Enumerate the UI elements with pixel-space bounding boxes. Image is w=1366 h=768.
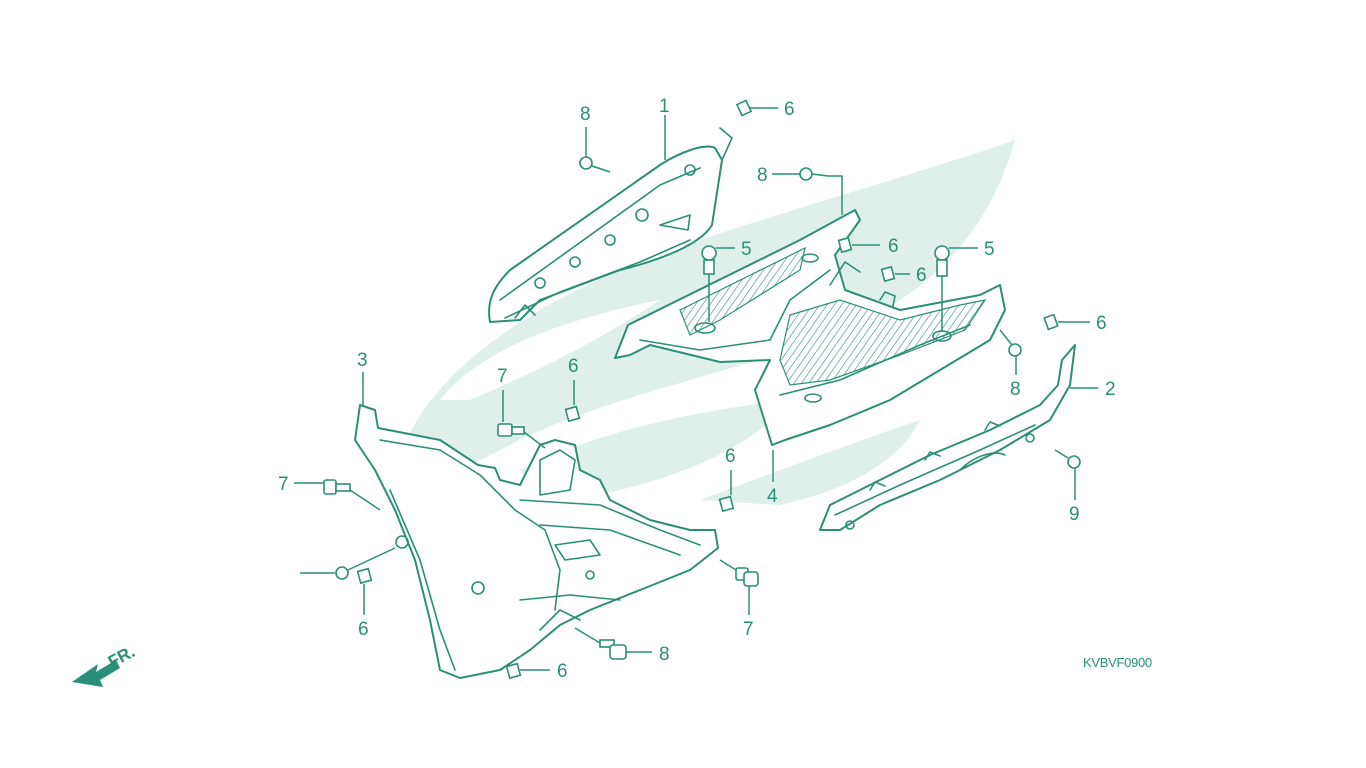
- screw-icon: [799, 167, 829, 181]
- clip-nut-icon: [718, 495, 735, 513]
- bolt-icon: [934, 245, 950, 277]
- drawing-code: KVBVF0900: [1083, 655, 1152, 670]
- callout-4: 4: [767, 450, 778, 507]
- svg-text:6: 6: [358, 619, 369, 640]
- side-cover-right: [819, 344, 1076, 531]
- callout-6-bottom: 6: [505, 661, 568, 682]
- bolt-icon: [701, 245, 717, 275]
- svg-text:6: 6: [568, 356, 579, 377]
- clip-nut-icon: [735, 99, 753, 117]
- screw-icon: [999, 329, 1022, 357]
- svg-text:8: 8: [659, 644, 670, 665]
- callout-8-lower-right: 9: [1054, 449, 1081, 525]
- callout-7-upper: 7: [497, 366, 546, 449]
- svg-text:8: 8: [757, 165, 768, 186]
- svg-text:6: 6: [888, 236, 899, 257]
- svg-text:5: 5: [984, 239, 995, 260]
- callout-9: [300, 547, 396, 580]
- clip-nut-icon: [880, 265, 896, 283]
- svg-text:7: 7: [497, 366, 508, 387]
- clip-nut-icon: [564, 405, 581, 423]
- clip-nut-icon: [1043, 313, 1059, 331]
- clip-nut-icon: [505, 662, 522, 680]
- screw-icon: [335, 547, 396, 580]
- under-cover-center: [614, 209, 1006, 446]
- bolt-icon: [599, 639, 627, 660]
- callout-7-left: 7: [278, 474, 381, 511]
- floor-side-cover-left: [354, 404, 719, 679]
- svg-text:3: 3: [357, 350, 368, 371]
- clip-nut-icon: [837, 236, 853, 254]
- callout-8-upper-left: 8: [579, 104, 611, 173]
- svg-text:4: 4: [767, 486, 778, 507]
- screw-icon: [579, 156, 611, 173]
- svg-text:7: 7: [743, 619, 754, 640]
- arrow-left-icon: [72, 660, 120, 687]
- callout-3: 3: [357, 350, 368, 406]
- svg-text:8: 8: [1010, 379, 1021, 400]
- callout-6-center-a: 6: [837, 236, 899, 257]
- callout-2: 2: [1070, 379, 1116, 400]
- svg-text:1: 1: [659, 96, 670, 117]
- callout-7-right: 7: [719, 559, 759, 640]
- svg-text:5: 5: [741, 239, 752, 260]
- callout-8-right: 8: [999, 329, 1022, 400]
- svg-text:6: 6: [1096, 313, 1107, 334]
- callout-6-middle-left: 6: [564, 356, 581, 423]
- svg-text:2: 2: [1105, 379, 1116, 400]
- svg-text:7: 7: [278, 474, 289, 495]
- callout-5-right: 5: [934, 239, 995, 332]
- svg-text:6: 6: [557, 661, 568, 682]
- callout-6-center-b: 6: [880, 265, 927, 286]
- callout-6-right: 6: [1043, 313, 1107, 334]
- callout-6-lower-left: 6: [356, 567, 373, 640]
- svg-text:6: 6: [784, 99, 795, 120]
- callout-5-left: 5: [701, 239, 752, 322]
- bolt-icon: [497, 423, 525, 437]
- front-direction-arrow: FR.: [72, 642, 138, 687]
- clip-nut-icon: [356, 567, 373, 585]
- bolt-icon: [735, 567, 759, 587]
- callout-8-top-middle: 8: [757, 165, 843, 215]
- callout-1: 1: [659, 96, 670, 160]
- side-cover-upper-left: [488, 127, 733, 323]
- svg-text:6: 6: [916, 265, 927, 286]
- callout-6-middle: 6: [718, 446, 736, 513]
- screw-icon: [1054, 449, 1081, 469]
- svg-text:6: 6: [725, 446, 736, 467]
- callout-6-top: 6: [735, 99, 795, 120]
- svg-text:8: 8: [580, 104, 591, 125]
- svg-text:9: 9: [1069, 504, 1080, 525]
- callout-7-bottom: 8: [574, 627, 670, 665]
- bolt-icon: [323, 479, 351, 495]
